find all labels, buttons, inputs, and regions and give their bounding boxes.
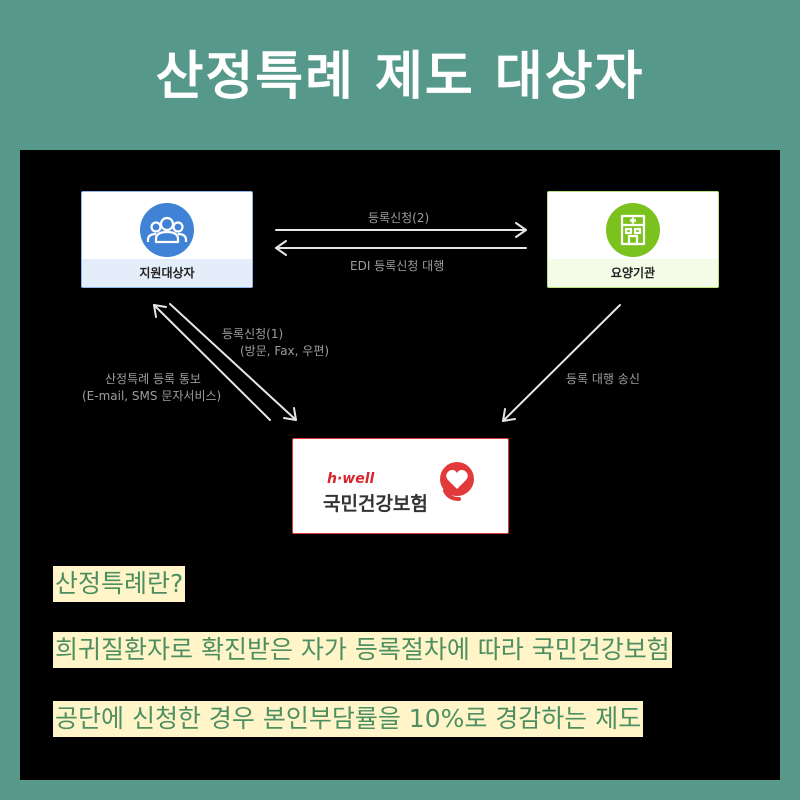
arrow-edi [275,240,527,256]
nhis-name: 국민건강보험 [323,493,428,515]
definition-line-1: 희귀질환자로 확진받은 자가 등록절차에 따라 국민건강보험 [53,632,672,668]
node-nhis: h·well 국민건강보험 [292,438,509,534]
node-support-target: 지원대상자 [81,191,253,288]
label-edi: EDI 등록신청 대행 [350,259,445,273]
arrow-proxy-send [502,304,621,422]
label-register1: 등록신청(1) [222,327,284,341]
arrow-register2 [275,222,527,238]
definition-heading: 산정특례란? [53,566,186,602]
node-care-institution: 요양기관 [547,191,719,288]
label-proxy-send: 등록 대행 송신 [566,372,640,386]
hwell-logo-text: h·well [327,471,375,487]
card-band [548,259,718,287]
label-register2: 등록신청(2) [368,211,430,225]
page-title: 산정특례 제도 대상자 [155,47,645,107]
frame-border-bottom [0,780,800,800]
card-band [82,259,252,287]
definition-line-2: 공단에 신청한 경우 본인부담률을 10%로 경감하는 제도 [53,701,644,737]
nhis-heart-logo-icon [440,462,474,501]
arrow-register1 [169,303,297,421]
label-register1-methods: (방문, Fax, 우편) [240,344,330,358]
hospital-icon [606,203,660,257]
label-notify: 산정특례 등록 통보 [105,372,201,386]
header-bar: 산정특례 제도 대상자 [0,0,800,150]
users-icon [140,203,194,257]
node-support-label: 지원대상자 [139,266,195,280]
node-care-label: 요양기관 [610,266,656,280]
arrow-notify [153,304,271,421]
label-notify-methods: (E-mail, SMS 문자서비스) [82,389,222,403]
